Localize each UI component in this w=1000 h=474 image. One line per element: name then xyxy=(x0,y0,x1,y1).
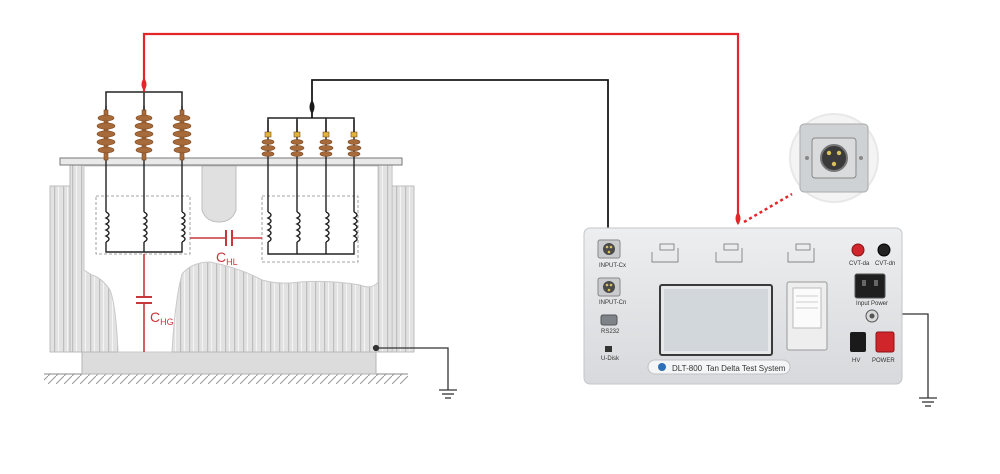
cx-signal-lead xyxy=(311,79,609,244)
rs232-label: RS232 xyxy=(601,329,620,335)
model-banner xyxy=(647,359,791,375)
brand-logo-icon xyxy=(658,363,666,371)
hv-bushings xyxy=(96,109,192,161)
hv-windings xyxy=(104,106,186,253)
lv-winding-box xyxy=(261,195,359,263)
transformer: CHL CHG xyxy=(44,91,415,384)
transformer-ground xyxy=(372,344,457,399)
cvt-da-terminal[interactable] xyxy=(851,243,865,257)
transformer-base xyxy=(81,351,377,375)
tank-cover xyxy=(59,157,403,166)
hv-lead-plug-icon xyxy=(735,212,741,225)
input-cx-label: INPUT-Cx xyxy=(599,263,626,269)
panel-schematics xyxy=(651,243,815,263)
hv-winding-box xyxy=(95,195,191,255)
c-hl-label: CHL xyxy=(216,249,238,267)
hv-connector-zoom xyxy=(789,113,879,203)
cvt-da-label: CVT-da xyxy=(849,261,870,267)
hv-label: HV xyxy=(852,358,860,364)
u-disk-port[interactable] xyxy=(605,346,612,352)
power-label: POWER xyxy=(872,358,895,364)
hv-lead-clip-icon xyxy=(141,78,147,91)
zoom-callout-line xyxy=(743,192,793,224)
c-hl-capacitor xyxy=(190,230,262,246)
rs232-port[interactable] xyxy=(600,314,618,326)
c-hg-label: CHG xyxy=(150,309,174,327)
ground-hatch xyxy=(44,374,408,384)
hv-test-lead xyxy=(142,32,740,222)
input-power-socket[interactable] xyxy=(854,273,886,299)
input-cn-label: INPUT-Cn xyxy=(599,300,626,306)
u-disk-label: U-Disk xyxy=(601,356,620,362)
cvt-dn-terminal[interactable] xyxy=(877,243,891,257)
system-name: Tan Delta Test System xyxy=(706,364,786,373)
lv-bushings xyxy=(260,131,362,157)
dlt-800-instrument: INPUT-Cx INPUT-Cn RS232 U-Disk xyxy=(583,227,903,385)
hv-switch[interactable] xyxy=(850,332,866,352)
c-hg-capacitor xyxy=(136,254,152,352)
model-name: DLT-800 xyxy=(672,364,703,373)
lv-bus xyxy=(267,117,355,132)
cx-lead-clip-icon xyxy=(309,100,315,114)
power-switch[interactable] xyxy=(875,331,895,353)
cutaway-region xyxy=(83,165,379,353)
cvt-dn-label: CVT-dn xyxy=(875,261,895,267)
input-power-label: Input Power xyxy=(856,301,888,307)
